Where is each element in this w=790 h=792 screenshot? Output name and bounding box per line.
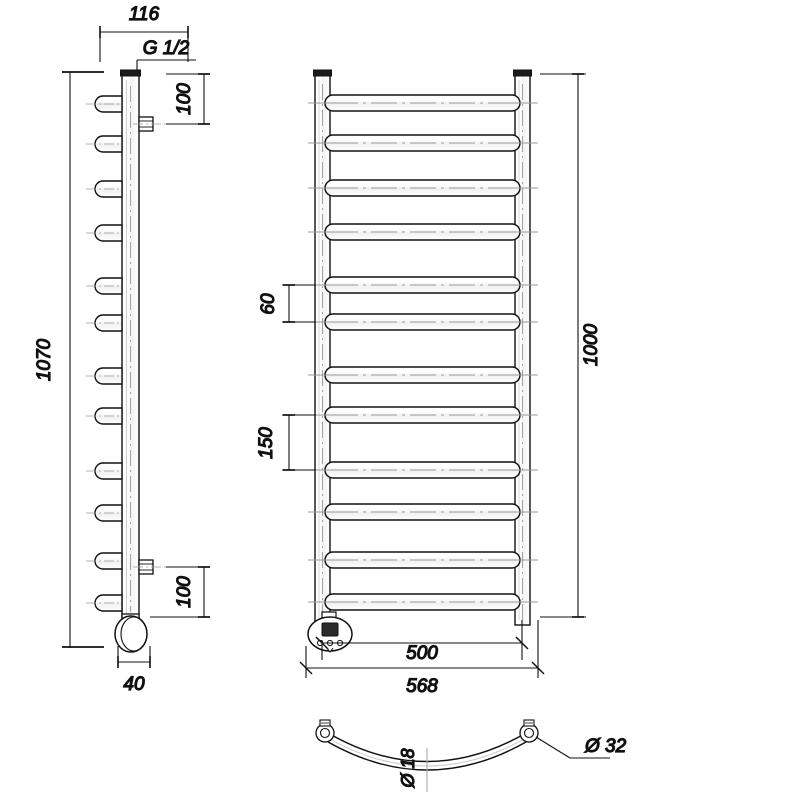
dim-label-thread: G 1/2 xyxy=(143,38,190,59)
dim-label-bottom-offset: 100 xyxy=(174,576,195,608)
dim-element-dia xyxy=(117,646,151,668)
dim-label-side-width: 116 xyxy=(129,4,160,25)
side-nipple-bottom xyxy=(133,559,168,575)
side-nipple-top xyxy=(133,116,168,132)
leader-rail-dia xyxy=(535,736,610,759)
rung xyxy=(324,593,521,611)
rung-end-right xyxy=(519,719,539,743)
dim-label-rung-pitch-large: 150 xyxy=(256,427,277,459)
front-rail-left xyxy=(313,69,332,626)
dim-label-rail-height: 1000 xyxy=(581,323,602,366)
front-rail-right xyxy=(513,69,532,626)
rung xyxy=(324,313,521,331)
dim-label-rail-dia: Ø 32 xyxy=(584,736,627,757)
dim-top-offset xyxy=(166,73,210,125)
dim-label-total-height: 1070 xyxy=(34,338,55,381)
rung xyxy=(324,406,521,424)
dim-label-inner-width: 500 xyxy=(406,643,438,664)
side-view: 116 G 1/2 1070 xyxy=(33,3,210,696)
dim-outer-width xyxy=(299,620,545,678)
rung xyxy=(324,366,521,384)
dim-total-height xyxy=(62,71,104,648)
rung-section-detail: Ø 18 Ø 32 xyxy=(315,719,627,792)
leader-thread xyxy=(136,59,196,72)
dim-label-rung-dia: Ø 18 xyxy=(398,748,418,788)
dim-side-width xyxy=(99,26,189,62)
dim-bottom-offset xyxy=(150,566,210,618)
side-rungs xyxy=(86,95,123,612)
front-rungs xyxy=(324,94,521,611)
dim-label-rung-pitch-small: 60 xyxy=(258,293,279,315)
rung-end-left xyxy=(315,719,335,743)
dim-rail-height xyxy=(540,73,586,618)
rung xyxy=(324,503,521,521)
dim-inner-width xyxy=(315,620,529,660)
dim-rung-pitch-small xyxy=(282,284,316,323)
rung xyxy=(324,223,521,241)
rung xyxy=(324,94,521,112)
side-main-tube xyxy=(120,69,141,620)
dim-label-outer-width: 568 xyxy=(406,676,438,697)
dim-rung-pitch-large xyxy=(282,414,316,471)
side-element-housing xyxy=(114,613,148,653)
rung xyxy=(324,179,521,197)
dim-label-top-offset: 100 xyxy=(174,83,195,115)
dim-label-element-dia: 40 xyxy=(123,674,145,695)
rung xyxy=(324,134,521,152)
thermostat-display xyxy=(321,622,339,637)
front-rung-ticks xyxy=(308,102,538,603)
rung xyxy=(324,461,521,479)
rung xyxy=(324,276,521,294)
rung xyxy=(324,551,521,569)
front-view: 60 150 1000 xyxy=(255,69,603,698)
